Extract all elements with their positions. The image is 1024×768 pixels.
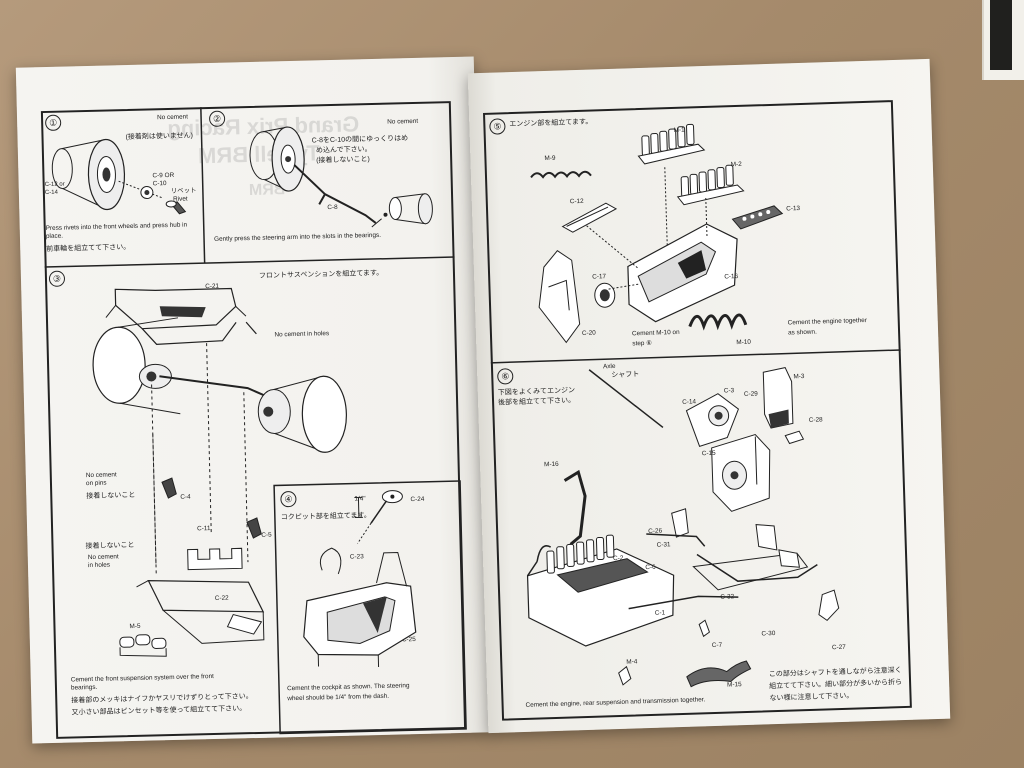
no-cement-pins-label-2: on pins xyxy=(85,479,107,488)
part-label-c1: C-1 xyxy=(654,609,666,617)
step-5-instruction-en-2: as shown. xyxy=(787,328,817,337)
part-label-c21: C-21 xyxy=(205,282,220,291)
no-cement-holes-label-2b: in holes xyxy=(87,561,111,570)
part-label-c8: C-8 xyxy=(327,203,338,212)
part-label-c29: C-29 xyxy=(743,390,758,398)
part-label-m16: M-16 xyxy=(543,460,559,469)
part-label-m1: M-1 xyxy=(673,126,685,134)
part-label-c11: C-11 xyxy=(197,525,211,533)
part-label-c15: C-15 xyxy=(701,449,716,458)
part-label-m2: M-2 xyxy=(730,160,742,169)
rivet-label-en: Rivet xyxy=(172,195,188,203)
kit-box-stripe xyxy=(990,0,1012,70)
no-cement-holes-label: No cement in holes xyxy=(274,330,330,339)
part-label-c32: C-32 xyxy=(720,593,735,601)
part-label-c31: C-31 xyxy=(656,541,671,549)
no-glue-jp-label-2: 接着しないこと xyxy=(85,541,135,551)
part-label-c14: C-14 xyxy=(682,398,697,406)
wheel-part-c12: C-12 or xyxy=(44,181,65,189)
instruction-page-left: Grand Prix Racing Tyrrell BRM BRM ① No c… xyxy=(15,56,491,744)
step-1-panel: ① No cement (接着剤は使いません) C-9 OR C-10 リベット… xyxy=(41,107,205,267)
part-label-m4: M-4 xyxy=(626,658,638,666)
part-label-c4: C-4 xyxy=(180,493,191,501)
instruction-page-right: ⑤ エンジン部を組立てます。 xyxy=(467,58,951,734)
part-label-c17: C-17 xyxy=(592,273,607,281)
kit-box-corner xyxy=(982,0,1024,80)
step-2-panel: ② No cement C-8をC-10の間にゆっくりはめ め込んで下さい。 (… xyxy=(203,101,455,263)
part-label-c3: C-3 xyxy=(723,387,735,395)
part-label-c13: C-13 xyxy=(786,205,801,213)
cement-note-1: Cement M-10 on xyxy=(631,328,680,338)
part-label-c6: C-6 xyxy=(645,563,656,572)
no-glue-jp-label: 接着しないこと xyxy=(86,491,136,501)
step-4-panel: ④ コクピット部を組立てます。 1/4" C-24 C-23 C-25 Ceme… xyxy=(274,481,466,733)
axle-label-jp: シャフト xyxy=(611,371,640,380)
part-label-c27: C-27 xyxy=(831,643,846,652)
part-label-c30: C-30 xyxy=(761,630,776,638)
step-6-panel: ⑥ 下図をよくみてエンジン 後部を組立てて下さい。 xyxy=(491,350,912,721)
rear-assembly-illustration xyxy=(526,367,840,688)
part-label-c12-engine: C-12 xyxy=(569,197,584,206)
step-3-instruction-en-2: bearings. xyxy=(70,683,98,692)
part-label-c10: C-10 xyxy=(152,180,167,188)
front-suspension-illustration xyxy=(92,287,347,657)
part-label-c22: C-22 xyxy=(214,594,229,602)
part-label-m9: M-9 xyxy=(544,154,556,163)
part-label-c9-or: C-9 OR xyxy=(152,171,175,180)
front-wheel-illustration xyxy=(51,138,187,215)
part-label-m10: M-10 xyxy=(736,338,752,347)
part-label-m15: M-15 xyxy=(726,681,742,689)
panel-divider-right xyxy=(490,349,901,364)
step-5-panel: ⑤ エンジン部を組立てます。 xyxy=(483,100,901,363)
part-label-c20: C-20 xyxy=(581,329,596,337)
step-3-panel: ③ フロントサスペンションを組立てます。 xyxy=(45,257,466,739)
engine-assembly-illustration xyxy=(530,123,784,344)
part-label-c16: C-16 xyxy=(724,273,739,281)
part-label-c2: C-2 xyxy=(612,554,624,563)
cockpit-illustration xyxy=(303,490,417,668)
part-label-c7: C-7 xyxy=(711,641,723,650)
wheel-part-c14: C-14 xyxy=(44,189,58,197)
part-label-c28: C-28 xyxy=(808,416,823,424)
steering-arm-illustration xyxy=(249,126,433,228)
part-label-c26: C-26 xyxy=(648,527,663,535)
cement-note-2: step ⑥ xyxy=(632,339,653,348)
panel-dividers-left xyxy=(44,107,467,735)
part-label-m5: M-5 xyxy=(129,622,141,631)
part-label-c5: C-5 xyxy=(261,531,272,539)
part-label-m3: M-3 xyxy=(793,372,805,381)
